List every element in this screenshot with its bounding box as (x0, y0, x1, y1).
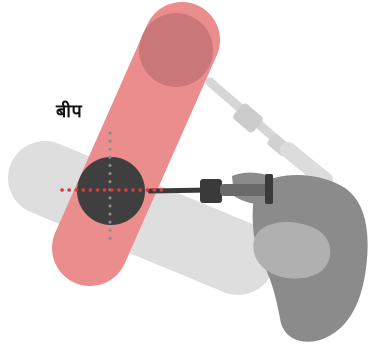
beep-label: बीप (56, 99, 82, 123)
detector-handle (220, 184, 268, 196)
detector-grip (200, 179, 222, 203)
ghost-coil-icon (139, 13, 213, 87)
detector-band (265, 174, 273, 204)
